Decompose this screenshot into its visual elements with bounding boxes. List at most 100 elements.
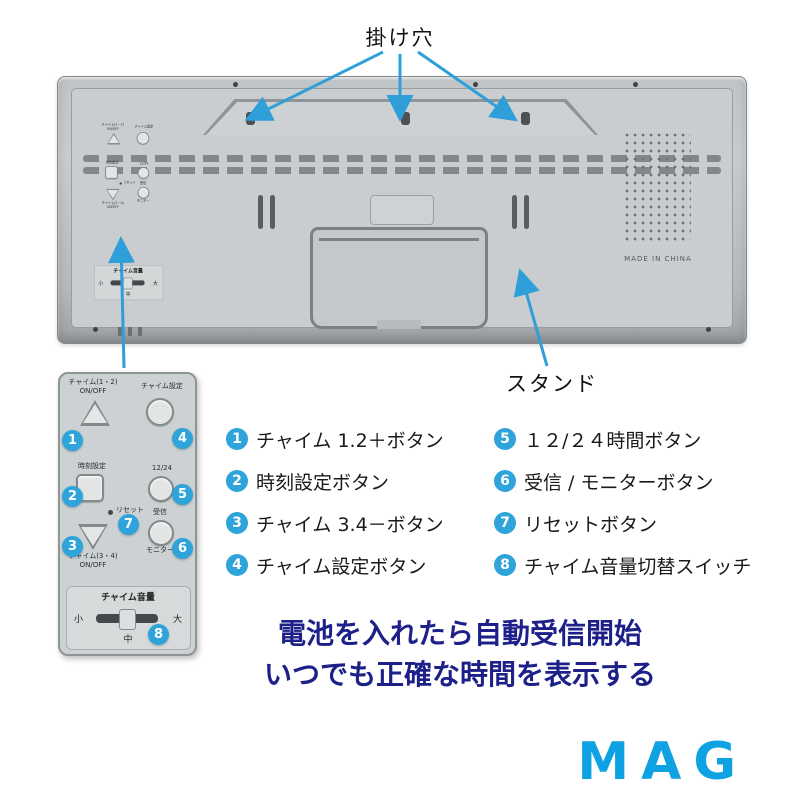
callout-number-6: 6 <box>172 538 193 559</box>
volume-switch-knob <box>123 277 133 290</box>
screw-icon <box>473 82 478 87</box>
callout-number-8: 8 <box>148 624 169 645</box>
legend-item: 2 時刻設定ボタン <box>226 460 494 502</box>
legend-item-label: リセットボタン <box>524 513 658 536</box>
reset-hole <box>119 182 122 185</box>
legend-item: 3 チャイム 3.4－ボタン <box>226 502 494 544</box>
legend-item: 4 チャイム設定ボタン <box>226 544 494 586</box>
h12-24-label: 12/24 <box>139 161 149 166</box>
screw-icon <box>233 82 238 87</box>
vent-slots <box>83 155 721 162</box>
volume-mid-label: 中 <box>123 635 133 645</box>
volume-cluster: チャイム音量 小 大 中 <box>95 267 161 299</box>
legend-item-label: 受信 / モニターボタン <box>524 471 714 494</box>
legend-number-badge: 4 <box>226 554 248 576</box>
volume-switch-knob <box>119 609 136 630</box>
callout-number-1: 1 <box>62 430 83 451</box>
made-in-china-label: MADE IN CHINA <box>624 255 692 263</box>
h12-24-label: 12/24 <box>151 464 173 472</box>
stand-slot-left <box>256 195 278 229</box>
volume-low-label: 小 <box>74 615 84 625</box>
receive-monitor-button <box>148 520 174 546</box>
chime12-label: チャイム(1・2)ON/OFF <box>101 123 124 131</box>
legend-number-badge: 5 <box>494 428 516 450</box>
volume-cluster: チャイム音量 小 大 中 <box>68 590 188 648</box>
screw-icon <box>93 327 98 332</box>
monitor-label: モニター <box>146 546 174 554</box>
volume-title: チャイム音量 <box>101 593 155 603</box>
chime-set-button <box>146 398 174 426</box>
legend-item: 8 チャイム音量切替スイッチ <box>494 544 792 586</box>
volume-switch-plate: チャイム音量 小 大 中 <box>94 265 164 301</box>
stand <box>310 227 488 329</box>
reset-label: リセット <box>123 180 136 185</box>
legend-number-badge: 1 <box>226 428 248 450</box>
legend: 1 チャイム 1.2＋ボタン 2 時刻設定ボタン 3 チャイム 3.4－ボタン … <box>226 418 792 586</box>
volume-low-label: 小 <box>98 280 104 287</box>
monitor-label: モニター <box>136 198 150 203</box>
reset-hole <box>108 510 113 515</box>
legend-item-label: チャイム設定ボタン <box>256 555 427 578</box>
stand-label: スタンド <box>506 372 598 396</box>
callout-number-3: 3 <box>62 536 83 557</box>
chime-up-button <box>80 400 110 426</box>
stand-slot-right <box>510 195 532 229</box>
hanging-hole <box>401 112 410 125</box>
volume-title: チャイム音量 <box>113 268 143 275</box>
receive-label: 受信 <box>139 181 147 186</box>
callout-number-5: 5 <box>172 484 193 505</box>
volume-switch <box>110 277 145 290</box>
speaker-grille <box>623 131 691 243</box>
volume-switch-plate: チャイム音量 小 大 中 <box>66 586 191 650</box>
legend-number-badge: 3 <box>226 512 248 534</box>
vent-slots <box>83 167 721 174</box>
screw-icon <box>706 327 711 332</box>
volume-mid-label: 中 <box>125 291 131 298</box>
control-panel: チャイム(1・2)ON/OFF チャイム設定 時刻設定 12/24 リセット 受… <box>98 123 159 217</box>
control-panel-zoom-buttons: チャイム(1・2)ON/OFF チャイム設定 時刻設定 12/24 リセット 受… <box>60 378 195 586</box>
chime-set-label: チャイム設定 <box>141 382 183 390</box>
legend-item: 5 １２/２４時間ボタン <box>494 418 792 460</box>
receive-monitor-button <box>137 186 150 199</box>
mag-logo: MAG <box>577 732 748 792</box>
legend-item-label: 時刻設定ボタン <box>256 471 390 494</box>
vent-slots-small <box>118 327 146 336</box>
legend-number-badge: 7 <box>494 512 516 534</box>
chime34-label: チャイム(3・4)ON/OFF <box>101 201 124 209</box>
legend-number-badge: 8 <box>494 554 516 576</box>
control-panel-zoom: チャイム(1・2)ON/OFF チャイム設定 時刻設定 12/24 リセット 受… <box>58 372 197 656</box>
hanging-hole-label: 掛け穴 <box>365 26 435 50</box>
hanging-hole <box>246 112 255 125</box>
legend-item-label: チャイム音量切替スイッチ <box>524 555 752 578</box>
legend-item: 6 受信 / モニターボタン <box>494 460 792 502</box>
chime-set-button <box>136 132 150 145</box>
volume-high-label: 大 <box>172 615 182 625</box>
legend-item: 1 チャイム 1.2＋ボタン <box>226 418 494 460</box>
time-set-label: 時刻設定 <box>78 462 106 470</box>
hanging-hole <box>521 112 530 125</box>
volume-high-label: 大 <box>152 280 158 287</box>
callout-number-7: 7 <box>118 514 139 535</box>
volume-switch <box>96 609 158 630</box>
legend-number-badge: 2 <box>226 470 248 492</box>
receive-label: 受信 <box>153 508 167 516</box>
promo-message-line1: 電池を入れたら自動受信開始 <box>277 617 642 650</box>
clock-back-photo: MADE IN CHINA チャイム(1・2)ON/OFF チャイム設定 時刻設… <box>57 76 747 344</box>
time-set-label: 時刻設定 <box>106 160 119 165</box>
legend-item-label: チャイム 3.4－ボタン <box>256 513 444 536</box>
chime34-label: チャイム(3・4)ON/OFF <box>68 552 118 570</box>
time-set-button <box>105 166 118 179</box>
callout-number-2: 2 <box>62 486 83 507</box>
legend-item-label: １２/２４時間ボタン <box>524 429 702 452</box>
chime-up-button <box>107 132 121 145</box>
legend-item: 7 リセットボタン <box>494 502 792 544</box>
reset-label: リセット <box>116 506 144 514</box>
legend-number-badge: 6 <box>494 470 516 492</box>
h12-24-button <box>137 167 150 179</box>
legend-item-label: チャイム 1.2＋ボタン <box>256 429 444 452</box>
chime-down-button <box>106 188 120 201</box>
screw-icon <box>633 82 638 87</box>
callout-number-4: 4 <box>172 428 193 449</box>
promo-message: 電池を入れたら自動受信開始 いつでも正確な時間を表示する <box>160 614 760 695</box>
